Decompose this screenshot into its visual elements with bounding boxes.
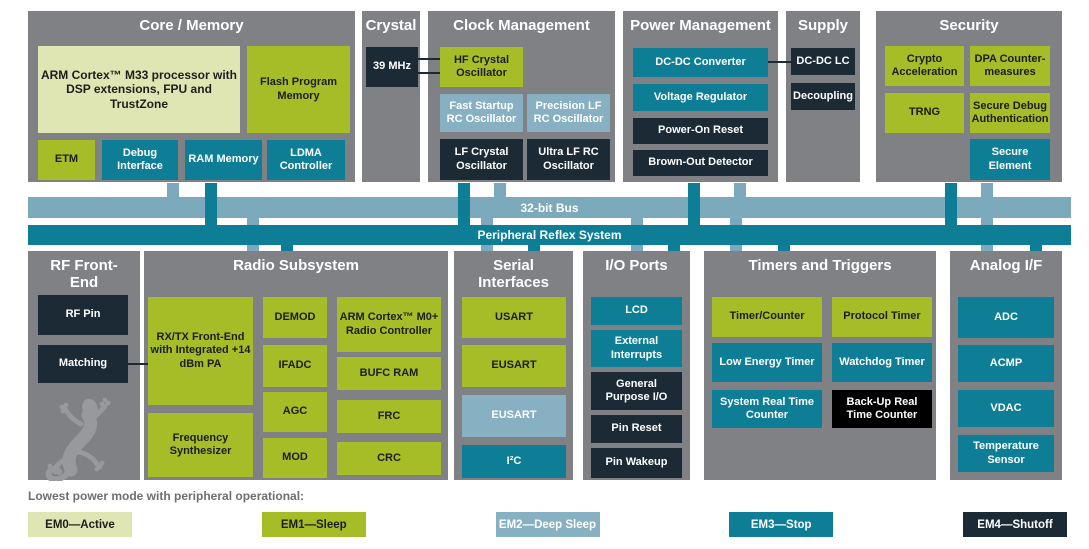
block-fast-startup-rc-oscillator: Fast Startup RC Oscillator [440,94,523,132]
panel-security-title: Security [939,17,999,34]
block-mod: MOD [263,438,327,478]
block-matching: Matching [38,345,128,383]
block-dcdc-converter: DC-DC Converter [633,48,768,77]
block-crc: CRC [337,442,441,475]
block-external-interrupts: External Interrupts [591,330,682,367]
block-crypto-acceleration: Crypto Acceleration [885,46,964,86]
matching-wire [128,363,148,365]
legend-chip-em4: EM4—Shutoff [963,512,1067,537]
block-ldma-controller: LDMA Controller [267,140,345,180]
block-debug-interface: Debug Interface [102,140,178,180]
block-arm-cortex-m0-radio-controller: ARM Cortex™ M0+ Radio Controller [337,297,441,352]
panel-serial-interfaces-title: Serial Interfaces [478,257,549,291]
legend-caption: Lowest power mode with peripheral operat… [28,489,305,503]
block-eusart-1: EUSART [462,345,566,387]
legend-chip-em0: EM0—Active [28,512,132,537]
panel-core-memory-title: Core / Memory [139,17,244,34]
panel-core-memory: Core / Memory ARM Cortex™ M33 processor … [28,11,355,182]
block-vdac: VDAC [958,390,1054,427]
bus-32bit-label: 32-bit Bus [520,200,579,215]
block-pin-wakeup: Pin Wakeup [591,448,682,478]
block-voltage-regulator: Voltage Regulator [633,84,768,111]
block-brown-out-detector: Brown-Out Detector [633,150,768,176]
panel-crystal: Crystal 39 MHz [362,11,420,182]
block-usart: USART [462,297,566,338]
panel-security: Security Crypto Acceleration DPA Counter… [876,11,1062,182]
block-lf-crystal-oscillator: LF Crystal Oscillator [440,139,523,180]
block-39mhz-crystal: 39 MHz [366,47,418,87]
block-protocol-timer: Protocol Timer [832,297,932,337]
block-rf-pin: RF Pin [38,295,128,335]
block-timer-counter: Timer/Counter [712,297,822,337]
block-precision-lf-rc-oscillator: Precision LF RC Oscillator [527,94,610,132]
block-dcdc-lc: DC-DC LC [791,48,855,75]
block-trng: TRNG [885,93,964,133]
block-frequency-synthesizer: Frequency Synthesizer [148,413,253,477]
bus-32bit: 32-bit Bus [28,197,1071,218]
block-secure-element: Secure Element [970,139,1050,180]
panel-analog-if-title: Analog I/F [969,257,1043,274]
panel-power-management: Power Management DC-DC Converter Voltage… [623,11,778,182]
legend-row: EM0—Active EM1—Sleep EM2—Deep Sleep EM3—… [28,512,1067,537]
block-low-energy-timer: Low Energy Timer [712,343,822,382]
panel-rf-front-end: RF Front-End RF Pin Matching [28,251,140,481]
panel-power-management-title: Power Management [630,17,771,34]
panel-supply-title: Supply [797,17,848,34]
block-acmp: ACMP [958,345,1054,382]
panel-timers-and-triggers: Timers and Triggers Timer/Counter Protoc… [704,251,936,480]
block-eusart-2: EUSART [462,395,566,437]
panel-timers-and-triggers-title: Timers and Triggers [748,257,892,274]
panel-crystal-title: Crystal [365,17,417,34]
block-secure-debug-authentication: Secure Debug Authentication [970,93,1050,133]
block-frc: FRC [337,400,441,433]
block-agc: AGC [263,392,327,432]
block-hf-crystal-oscillator: HF Crystal Oscillator [440,47,523,87]
block-bufc-ram: BUFC RAM [337,357,441,390]
gecko-logo-icon [45,397,111,481]
panel-clock-management: Clock Management HF Crystal Oscillator F… [428,11,615,182]
block-backup-real-time-counter: Back-Up Real Time Counter [832,390,932,428]
block-general-purpose-io: General Purpose I/O [591,372,682,410]
panel-radio-subsystem-title: Radio Subsystem [233,257,359,274]
block-power-on-reset: Power-On Reset [633,118,768,144]
block-ultra-lf-rc-oscillator: Ultra LF RC Oscillator [527,139,610,180]
block-decoupling: Decoupling [791,83,855,110]
block-adc: ADC [958,297,1054,338]
panel-serial-interfaces: Serial Interfaces USART EUSART EUSART I²… [454,251,573,480]
bus-peripheral-reflex-system: Peripheral Reflex System [28,225,1071,245]
panel-rf-front-end-title: RF Front-End [50,257,118,291]
crystal-wire [418,72,440,74]
dcdc-wire [768,61,791,63]
block-temperature-sensor: Temperature Sensor [958,435,1054,472]
block-etm: ETM [38,140,95,180]
panel-io-ports-title: I/O Ports [605,257,668,274]
panel-analog-if: Analog I/F ADC ACMP VDAC Temperature Sen… [950,251,1062,480]
panel-radio-subsystem: Radio Subsystem RX/TX Front-End with Int… [144,251,448,480]
block-lcd: LCD [591,297,682,325]
legend-chip-em1: EM1—Sleep [261,512,366,537]
block-watchdog-timer: Watchdog Timer [832,343,932,382]
block-i2c: I²C [462,445,566,478]
block-arm-cortex-m33: ARM Cortex™ M33 processor with DSP exten… [38,46,240,133]
block-ifadc: IFADC [263,345,327,387]
crystal-wire [418,58,440,60]
panel-io-ports: I/O Ports LCD External Interrupts Genera… [583,251,690,480]
panel-supply: Supply DC-DC LC Decoupling [786,11,860,182]
block-rxtx-front-end: RX/TX Front-End with Integrated +14 dBm … [148,297,253,405]
bus-prs-label: Peripheral Reflex System [477,228,622,242]
block-pin-reset: Pin Reset [591,415,682,443]
panel-clock-management-title: Clock Management [453,17,590,34]
block-ram-memory: RAM Memory [185,140,262,180]
legend-chip-em3: EM3—Stop [729,512,834,537]
legend-chip-em2: EM2—Deep Sleep [495,512,600,537]
block-dpa-countermeasures: DPA Counter-measures [970,46,1050,86]
block-system-real-time-counter: System Real Time Counter [712,390,822,428]
block-demod: DEMOD [263,297,327,338]
block-flash-program-memory: Flash Program Memory [247,46,350,133]
